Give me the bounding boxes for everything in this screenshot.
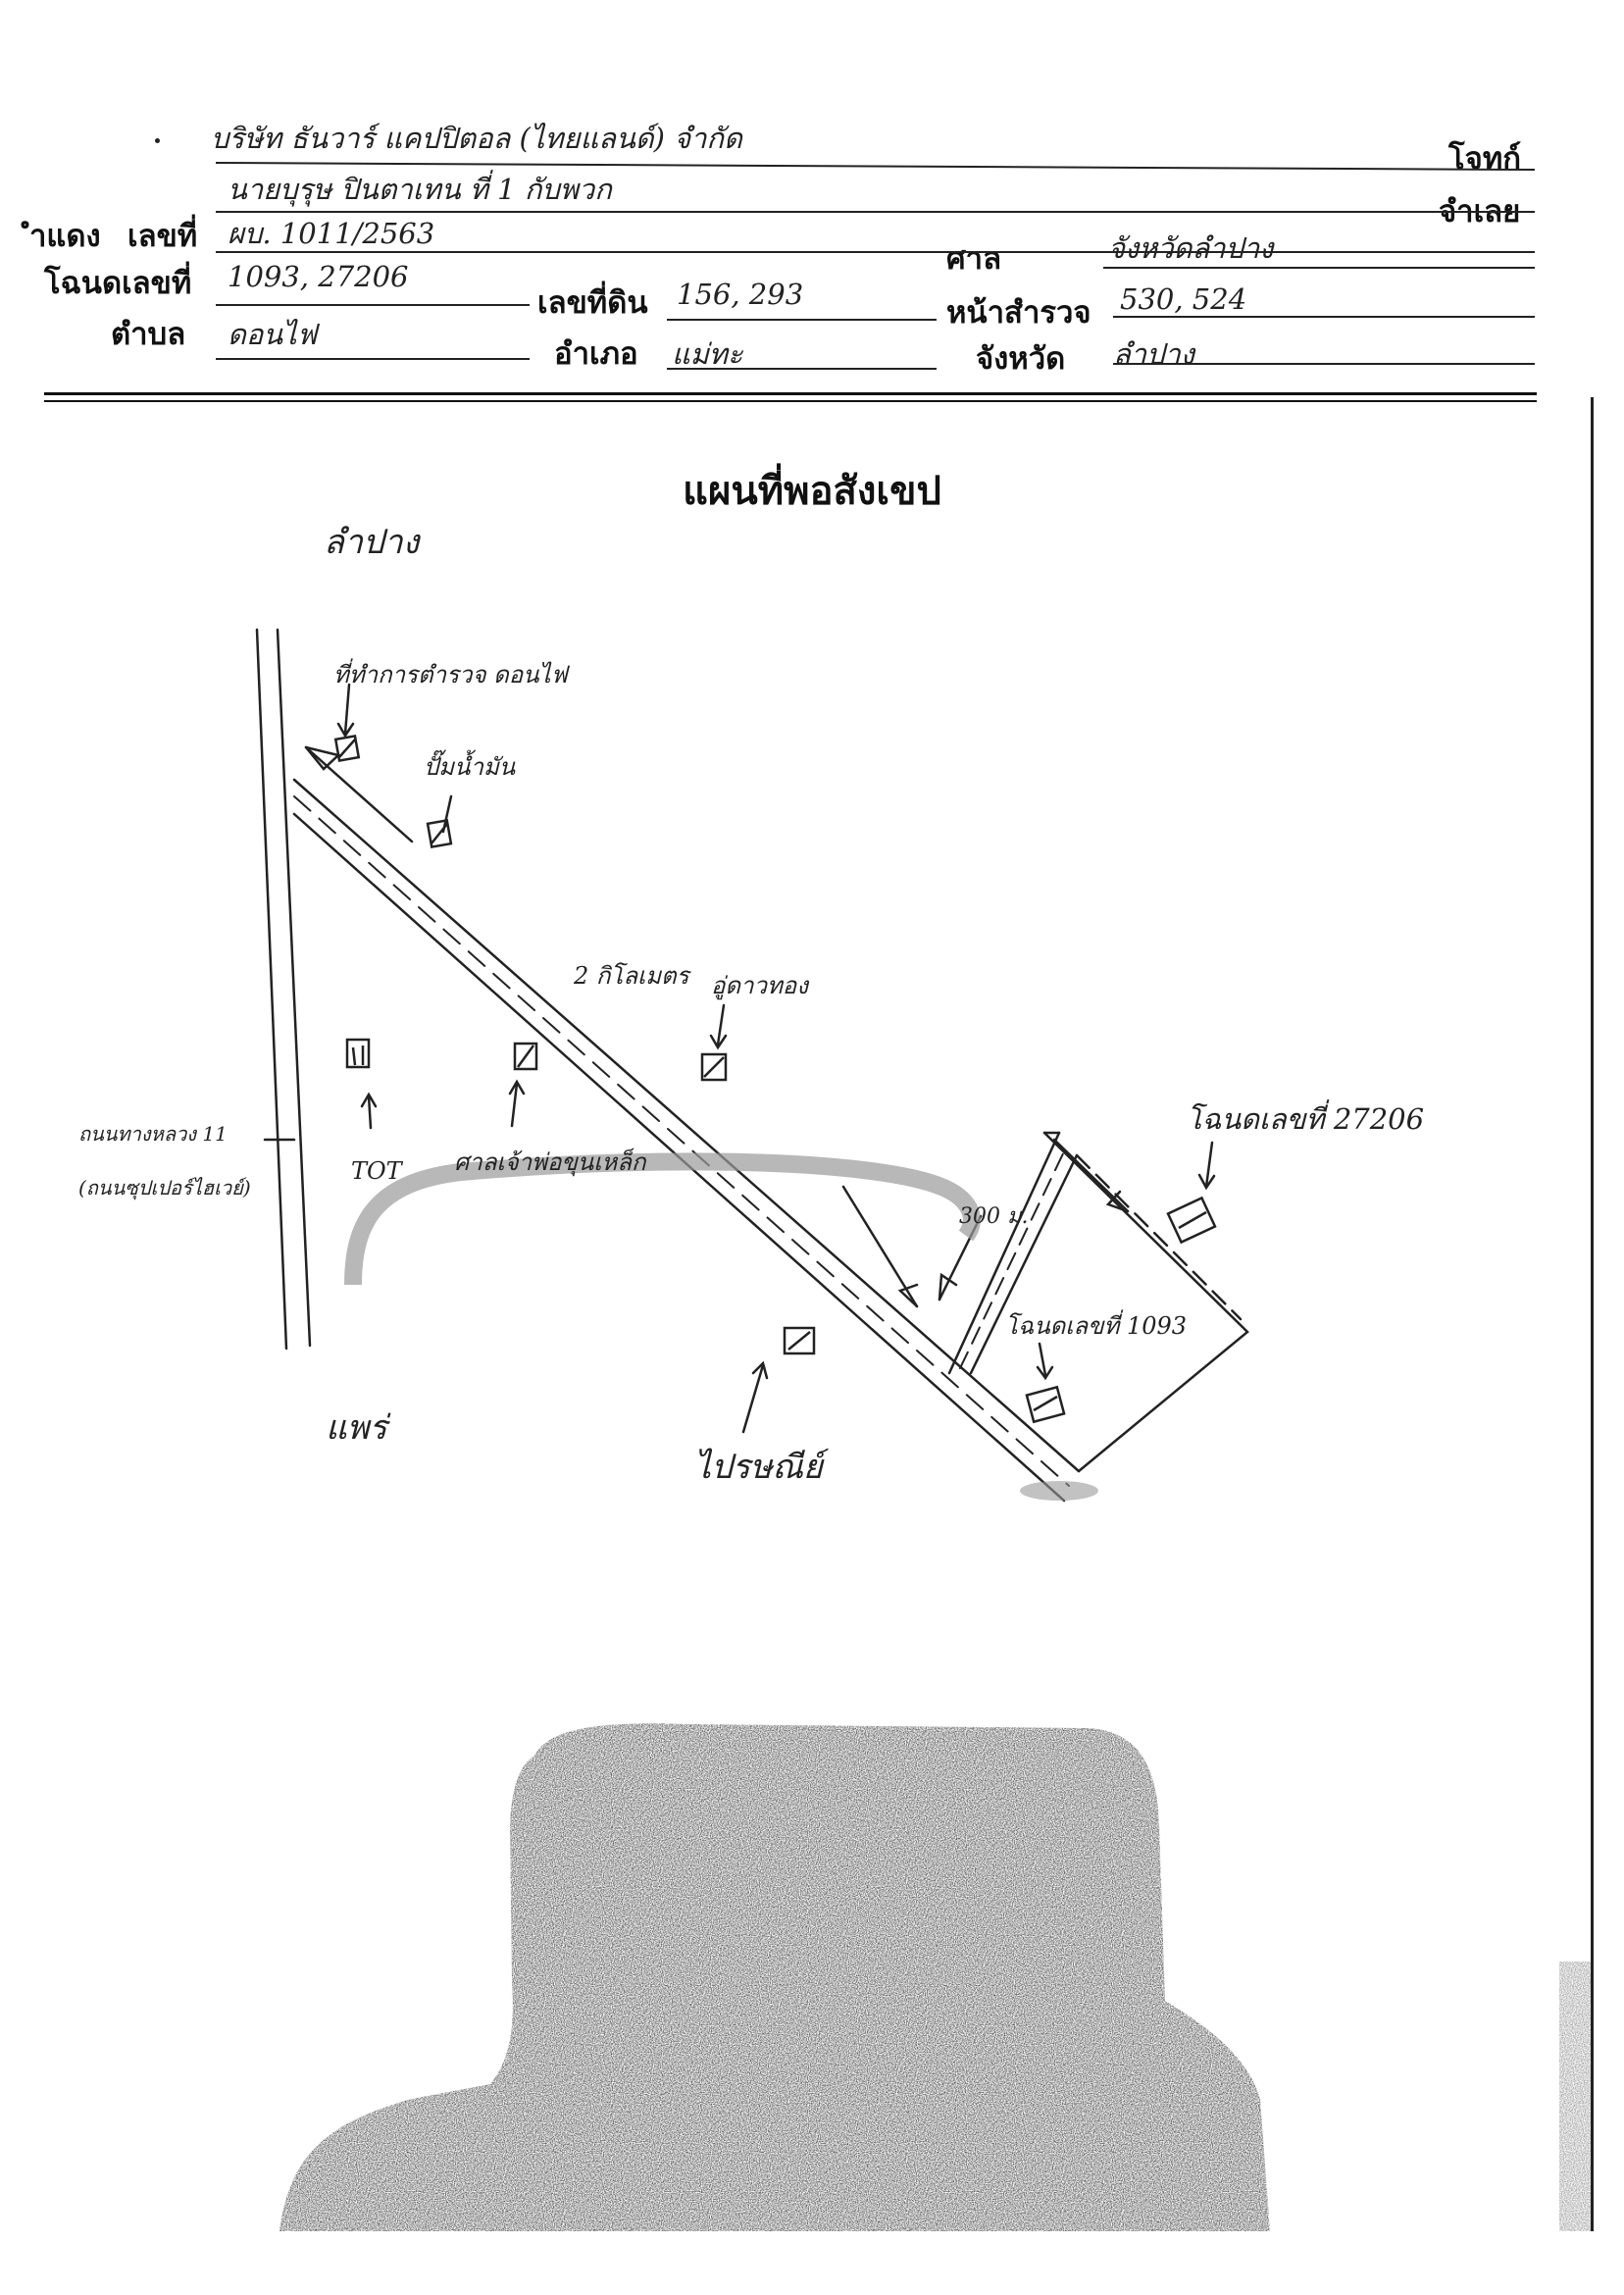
deed-27206-arrow-head [1197, 1173, 1216, 1191]
road-edge-top [292, 778, 1081, 1473]
scan-dot [155, 138, 160, 143]
court-label: ศาล [946, 241, 1002, 277]
shrine-label: ศาลเจ้าพ่อขุนเหล็ก [454, 1148, 646, 1176]
smudge-curve [344, 1152, 981, 1286]
lane-centerline [959, 1145, 1068, 1369]
page-right-border [1591, 397, 1594, 2231]
north-label: ลำปาง [324, 523, 420, 562]
defendant-line [216, 211, 1535, 213]
district-value: แม่ทะ [672, 337, 743, 371]
header-separator-top [44, 392, 1537, 395]
shrine-arrow-head [508, 1079, 526, 1096]
police-station-label: ที่ทำการตำรวจ ดอนไฟ [333, 661, 568, 688]
dealer-arrow-head [709, 1034, 728, 1050]
deed-27206-arrow [1204, 1141, 1214, 1189]
survey-page-label: หน้าสำรวจ [946, 295, 1091, 331]
tot-label: TOT [351, 1157, 402, 1185]
police-arrow [343, 683, 351, 736]
deed-1093-label: โฉนดเลขที่ 1093 [1005, 1312, 1188, 1340]
case-no-label: เลขที่ [127, 219, 198, 254]
map-title: แผนที่พอสังเขป [683, 469, 941, 514]
court-value: จังหวัดลำปาง [1108, 231, 1274, 265]
distance-road-label: 2 กิโลเมตร [574, 962, 689, 990]
header-separator-bottom [44, 400, 1537, 402]
deed-no-line [216, 304, 530, 306]
junction-arrow-head [897, 1283, 919, 1308]
plaintiff-value: บริษัท ธันวาร์ แคปปิตอล (ไทยแลนด์) จำกัด [211, 122, 742, 155]
tot-arrow [367, 1095, 373, 1130]
shrine-arrow [510, 1082, 519, 1128]
shrine-marker [513, 1042, 538, 1071]
case-no-label-prefix: ำแดง [29, 219, 101, 254]
lane-edge-right [969, 1153, 1079, 1375]
province-line [1113, 363, 1535, 365]
parcel-inner [1075, 1153, 1243, 1321]
province-label: จังหวัด [976, 341, 1066, 377]
highway-line-right [276, 628, 312, 1348]
dealer-marker [700, 1052, 728, 1082]
subdistrict-line [216, 358, 530, 360]
road-arrow-line [304, 745, 414, 843]
plaintiff-label: โจทก์ [1448, 141, 1522, 177]
road-arrow-head [304, 745, 341, 771]
defendant-value: นายบุรุษ ปินตาเทน ที่ 1 กับพวก [228, 173, 612, 206]
province-value: ลำปาง [1113, 337, 1194, 371]
dealer-label: อู่ดาวทอง [711, 972, 808, 999]
district-label: อำเภอ [554, 336, 638, 372]
tot-marker [345, 1038, 371, 1069]
post-arrow [741, 1363, 765, 1434]
court-line [1103, 267, 1535, 269]
deed-no-label: โฉนดเลขที่ [44, 266, 192, 301]
land-no-line [667, 319, 937, 321]
deed-1093-arrow [1038, 1342, 1047, 1377]
distance-arrow-head [938, 1272, 958, 1301]
land-no-value: 156, 293 [677, 278, 804, 311]
deed-no-value: 1093, 27206 [228, 260, 409, 293]
post-office-marker [783, 1326, 816, 1355]
lane-arrow-head [1105, 1190, 1130, 1213]
deed-27206-label: โฉนดเลขที่ 27206 [1187, 1102, 1425, 1136]
survey-page-line [1113, 316, 1535, 318]
post-arrow-head [751, 1360, 769, 1380]
highway-alt-label: (ถนนซุปเปอร์ไฮเวย์) [78, 1176, 251, 1199]
to-phrae-label: แพร่ [326, 1408, 387, 1448]
post-office-label: ไปรษณีย์ [694, 1448, 823, 1487]
deed-1093-arrow-head [1036, 1365, 1054, 1381]
case-no-line [216, 251, 1535, 253]
junction-arrow [841, 1185, 919, 1308]
subdistrict-value: ดอนไฟ [228, 318, 318, 351]
smudge-bottom [1020, 1481, 1098, 1501]
lane-edge-left [947, 1131, 1061, 1375]
land-no-label: เลขที่ดิน [537, 285, 648, 321]
police-station-marker [333, 734, 361, 763]
district-line [667, 368, 937, 370]
deed-27206-marker [1166, 1196, 1217, 1245]
police-arrow-head [336, 722, 355, 739]
road-centerline [293, 795, 1070, 1487]
tot-arrow-head [360, 1092, 378, 1108]
highway-line-left [255, 628, 288, 1351]
subdistrict-label: ตำบล [111, 317, 186, 352]
distance-lane-label: 300 ม. [959, 1204, 1029, 1229]
highway-label: ถนนทางหลวง 11 [78, 1122, 228, 1146]
deed-1093-marker [1025, 1385, 1066, 1424]
gas-station-label: ปั๊มน้ำมัน [424, 753, 516, 781]
case-no-value: ผบ. 1011/2563 [228, 217, 435, 250]
survey-page-value: 530, 524 [1120, 282, 1247, 316]
gas-station-marker [426, 818, 453, 849]
dealer-arrow [716, 1003, 726, 1046]
lane-arrow [1052, 1138, 1130, 1213]
